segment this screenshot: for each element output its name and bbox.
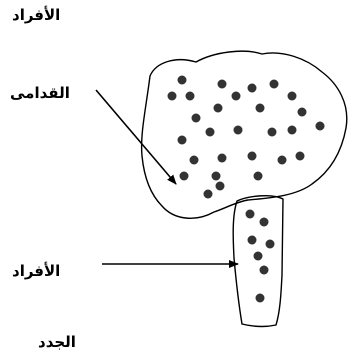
dot xyxy=(248,236,257,245)
dot xyxy=(218,80,227,89)
dot xyxy=(260,266,269,275)
dot xyxy=(268,128,277,137)
dot xyxy=(254,172,263,181)
dot xyxy=(270,80,279,89)
dot xyxy=(246,210,255,219)
dot xyxy=(186,92,195,101)
dot xyxy=(316,122,325,131)
dot xyxy=(260,218,269,227)
dot xyxy=(288,126,297,135)
dot xyxy=(298,108,307,117)
dot xyxy=(214,104,223,113)
dot xyxy=(234,126,243,135)
new-population-stem xyxy=(233,196,283,327)
dot xyxy=(218,154,227,163)
dot xyxy=(178,76,187,85)
arrow-old xyxy=(96,90,176,184)
old-individual-dots xyxy=(168,76,325,199)
dot xyxy=(248,152,257,161)
dot xyxy=(216,182,225,191)
dot xyxy=(256,104,265,113)
dot xyxy=(288,92,297,101)
dot xyxy=(248,84,257,93)
dot xyxy=(206,128,215,137)
dot xyxy=(180,172,189,181)
dot xyxy=(278,156,287,165)
dot xyxy=(204,190,213,199)
dot xyxy=(190,156,199,165)
dot xyxy=(232,92,241,101)
dot xyxy=(212,172,221,181)
dot xyxy=(254,252,263,261)
dot xyxy=(256,294,265,303)
new-individual-dots xyxy=(246,210,275,303)
dot xyxy=(168,92,177,101)
dot xyxy=(266,240,275,249)
dot xyxy=(296,152,305,161)
dot xyxy=(192,114,201,123)
dot xyxy=(178,136,187,145)
old-population-blob xyxy=(142,51,347,218)
